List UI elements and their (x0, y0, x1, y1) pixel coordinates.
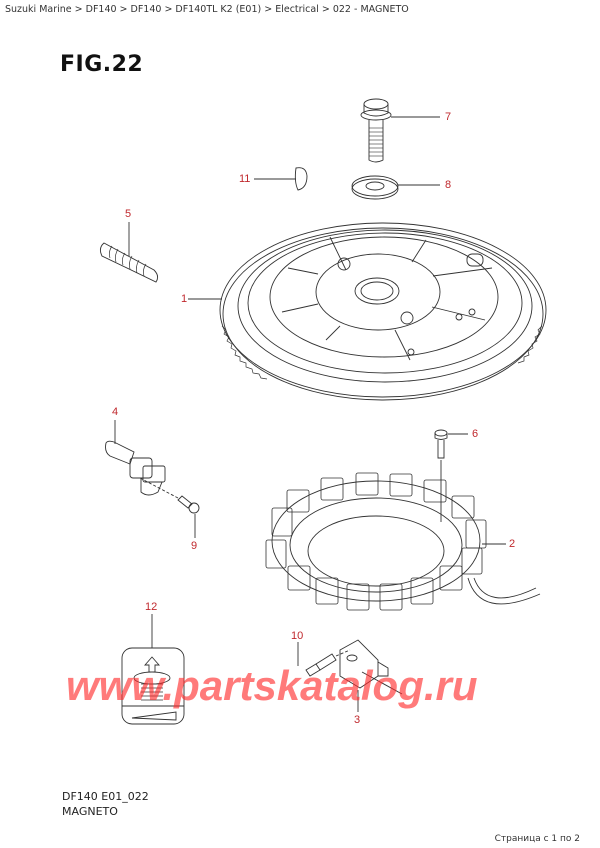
callout-7[interactable]: 7 (445, 111, 452, 123)
breadcrumb-item-current: 022 - MAGNETO (332, 4, 409, 15)
breadcrumb-separator: > (74, 4, 83, 15)
figure-code: DF140 E01_022 (62, 790, 149, 803)
breadcrumb-separator: > (264, 4, 273, 15)
breadcrumb-item-df140-sub[interactable]: DF140 (130, 4, 162, 15)
breadcrumb-separator: > (119, 4, 128, 15)
callout-6[interactable]: 6 (472, 428, 479, 440)
washer-part-8[interactable] (351, 175, 440, 200)
key-part-11[interactable] (254, 167, 308, 191)
bolt-part-7[interactable] (360, 98, 440, 163)
breadcrumb-item-electrical[interactable]: Electrical (275, 4, 319, 15)
callout-10[interactable]: 10 (291, 630, 304, 642)
flywheel-part-1[interactable] (188, 222, 547, 401)
callout-3[interactable]: 3 (354, 714, 361, 726)
screw-part-9[interactable] (139, 477, 200, 538)
breadcrumb-item-model[interactable]: DF140TL K2 (E01) (175, 4, 262, 15)
stator-part-2[interactable] (265, 472, 541, 611)
breadcrumb-item-df140[interactable]: DF140 (85, 4, 117, 15)
screw-part-10[interactable] (297, 642, 351, 677)
callout-12[interactable]: 12 (145, 601, 158, 613)
callout-9[interactable]: 9 (191, 540, 198, 552)
bolt-part-6[interactable] (434, 429, 468, 522)
breadcrumb-separator: > (164, 4, 173, 15)
figure-title: FIG.22 (60, 52, 144, 77)
callout-8[interactable]: 8 (445, 179, 452, 191)
breadcrumb: Suzuki Marine>DF140>DF140>DF140TL K2 (E0… (5, 4, 409, 15)
sensor-part-4[interactable] (105, 420, 166, 496)
callout-2[interactable]: 2 (509, 538, 516, 550)
page-info: Страница с 1 по 2 (494, 834, 580, 844)
callout-4[interactable]: 4 (112, 406, 119, 418)
breadcrumb-separator: > (321, 4, 330, 15)
callout-1[interactable]: 1 (181, 293, 188, 305)
callout-5[interactable]: 5 (125, 208, 132, 220)
spring-pin-part-5[interactable] (99, 222, 159, 283)
callout-11[interactable]: 11 (239, 173, 251, 185)
breadcrumb-item-suzuki-marine[interactable]: Suzuki Marine (5, 4, 72, 15)
figure-name: MAGNETO (62, 805, 118, 818)
bracket-part-3[interactable] (339, 639, 403, 712)
watermark: www.partskatalog.ru (66, 662, 478, 709)
thread-lock-part-12[interactable] (121, 614, 185, 725)
